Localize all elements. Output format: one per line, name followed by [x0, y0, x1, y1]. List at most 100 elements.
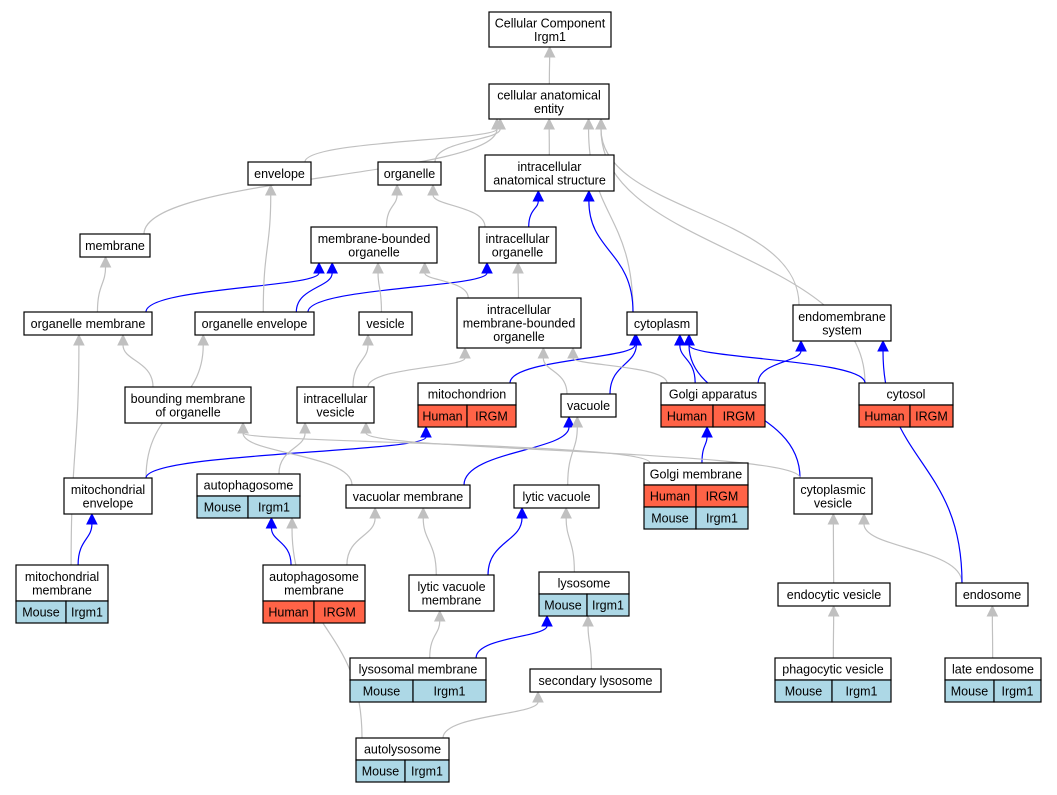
edge-lateendo-to-endosome	[986, 604, 999, 659]
edge-line	[367, 357, 466, 388]
edge-orgenv-to-io	[307, 261, 493, 313]
gene-label: Irgm1	[434, 685, 466, 699]
node-cytoplasm[interactable]: cytoplasm	[626, 311, 698, 336]
edge-line	[587, 625, 593, 670]
node-box	[488, 11, 612, 48]
node-label: organelle	[493, 330, 544, 344]
arrowhead	[541, 614, 553, 627]
edge-golgi-to-endomem	[757, 339, 807, 384]
node-box	[456, 297, 582, 349]
node-endosome[interactable]: endosome	[955, 582, 1029, 607]
edge-line	[757, 350, 802, 384]
node-vesicle[interactable]: vesicle	[358, 311, 413, 336]
node-box	[488, 83, 610, 120]
arrowhead	[986, 604, 999, 617]
node-label: system	[822, 323, 862, 337]
node-label: mitochondrial	[25, 570, 99, 584]
node-label: intracellular	[304, 392, 368, 406]
arrowhead	[582, 117, 595, 130]
edge-autophagosome-to-ivesicle	[278, 421, 311, 475]
edge-lysomem-to-lysosome	[475, 614, 553, 659]
species-label: Human	[864, 410, 904, 424]
node-lytic-vacuole[interactable]: lytic vacuole	[513, 484, 600, 509]
edge-apmem-to-autophagosome	[265, 516, 292, 566]
species-label: Mouse	[204, 501, 242, 515]
edge-golgimem-to-golgi	[701, 425, 713, 464]
arrowhead	[369, 506, 381, 519]
node-label: endocytic vesicle	[787, 588, 882, 602]
gene-cell	[404, 759, 450, 783]
node-membrane[interactable]: membrane	[79, 233, 151, 258]
node-label: envelope	[254, 167, 305, 181]
species-label: Mouse	[363, 685, 401, 699]
edge-line	[278, 432, 306, 475]
gene-cell	[247, 495, 301, 519]
arrowhead	[595, 117, 607, 130]
node-box	[478, 226, 557, 264]
node-endocytic-vesicle[interactable]: endocytic vesicle	[777, 582, 891, 607]
node-label: intracellular	[487, 303, 551, 317]
arrowhead	[237, 421, 249, 434]
node-label: autophagosome	[204, 479, 294, 493]
arrowhead	[117, 333, 129, 346]
edge-line	[442, 701, 539, 739]
node-box	[310, 226, 438, 264]
node-organelle-envelope[interactable]: organelle envelope	[194, 311, 315, 336]
node-label: vacuolar membrane	[353, 490, 464, 504]
arrowhead	[567, 346, 579, 359]
node-label: organelle	[384, 167, 435, 181]
node-label: anatomical structure	[493, 173, 606, 187]
edge-cytoplasm-to-ias	[583, 189, 634, 313]
edge-line	[96, 266, 107, 313]
node-organelle[interactable]: organelle	[377, 161, 442, 186]
edge-cytosol-to-cytoplasm	[683, 333, 866, 384]
gene-label: IRGM	[723, 410, 756, 424]
arrowhead	[459, 346, 471, 359]
node-box	[408, 574, 495, 612]
node-organelle-membrane[interactable]: organelle membrane	[23, 311, 153, 336]
edge-orgmem-to-mbo	[145, 261, 325, 313]
arrowhead	[265, 516, 278, 529]
edge-line	[863, 523, 963, 584]
arrowhead	[481, 261, 493, 274]
node-label: mitochondrial	[71, 483, 145, 497]
node-vacuole[interactable]: vacuole	[560, 393, 617, 418]
node-envelope[interactable]: envelope	[247, 161, 312, 186]
node-secondary-lysosome[interactable]: secondary lysosome	[529, 668, 662, 693]
arrowhead	[537, 346, 550, 359]
arrowhead	[630, 333, 643, 346]
species-label: Mouse	[651, 512, 689, 526]
node-vacuolar-membrane[interactable]: vacuolar membrane	[345, 484, 471, 509]
